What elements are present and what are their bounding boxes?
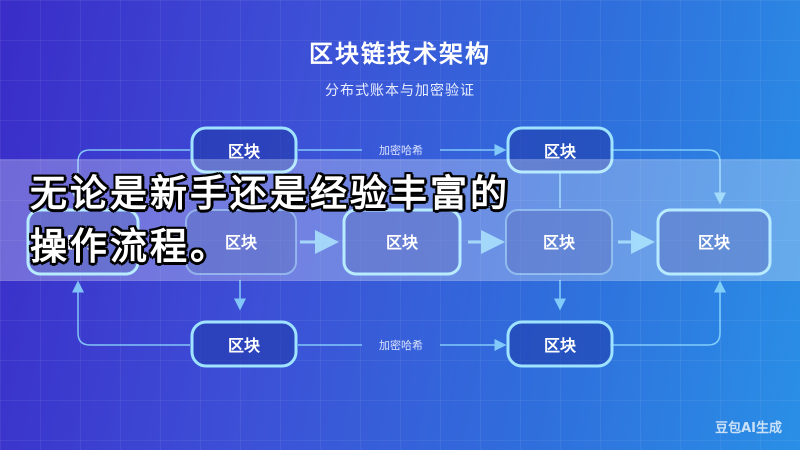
block-node-bottom-right: 区块: [506, 320, 614, 368]
page-subtitle: 分布式账本与加密验证: [325, 83, 475, 99]
block-label: 区块: [67, 233, 100, 252]
loop-left-top: [72, 149, 190, 205]
block-node-middle-5: 区块: [656, 208, 772, 276]
link-label-top: 加密哈希: [379, 143, 423, 157]
caption-line-1: 无论是新手还是经验丰富的: [30, 171, 510, 215]
block-node-top-left: 区块: [190, 126, 298, 174]
block-label: 区块: [386, 233, 419, 252]
loop-right-bottom: [610, 280, 726, 346]
block-label: 区块: [225, 233, 258, 252]
caption-band: [0, 159, 800, 281]
loop-left-bottom: [72, 280, 190, 346]
caption-line-2: 操作流程。: [30, 224, 230, 268]
block-label: 区块: [544, 336, 577, 355]
block-node-middle-2: 区块: [185, 209, 297, 275]
block-node-bottom-left: 区块: [190, 320, 298, 368]
block-label: 区块: [228, 336, 261, 355]
block-label: 区块: [228, 142, 261, 161]
block-node-top-right: 区块: [506, 126, 614, 174]
block-label: 区块: [698, 233, 731, 252]
loop-right-top: [610, 149, 726, 205]
block-label: 区块: [543, 233, 576, 252]
page-title: 区块链技术架构: [309, 40, 491, 68]
block-node-middle-4: 区块: [505, 209, 613, 275]
block-node-middle-1: 区块: [26, 208, 140, 276]
connector-lines: [72, 144, 726, 351]
block-node-middle-3: 区块: [342, 208, 462, 276]
block-label: 区块: [544, 142, 577, 161]
link-label-bottom: 加密哈希: [379, 338, 423, 352]
watermark: 豆包AI生成: [715, 421, 782, 436]
